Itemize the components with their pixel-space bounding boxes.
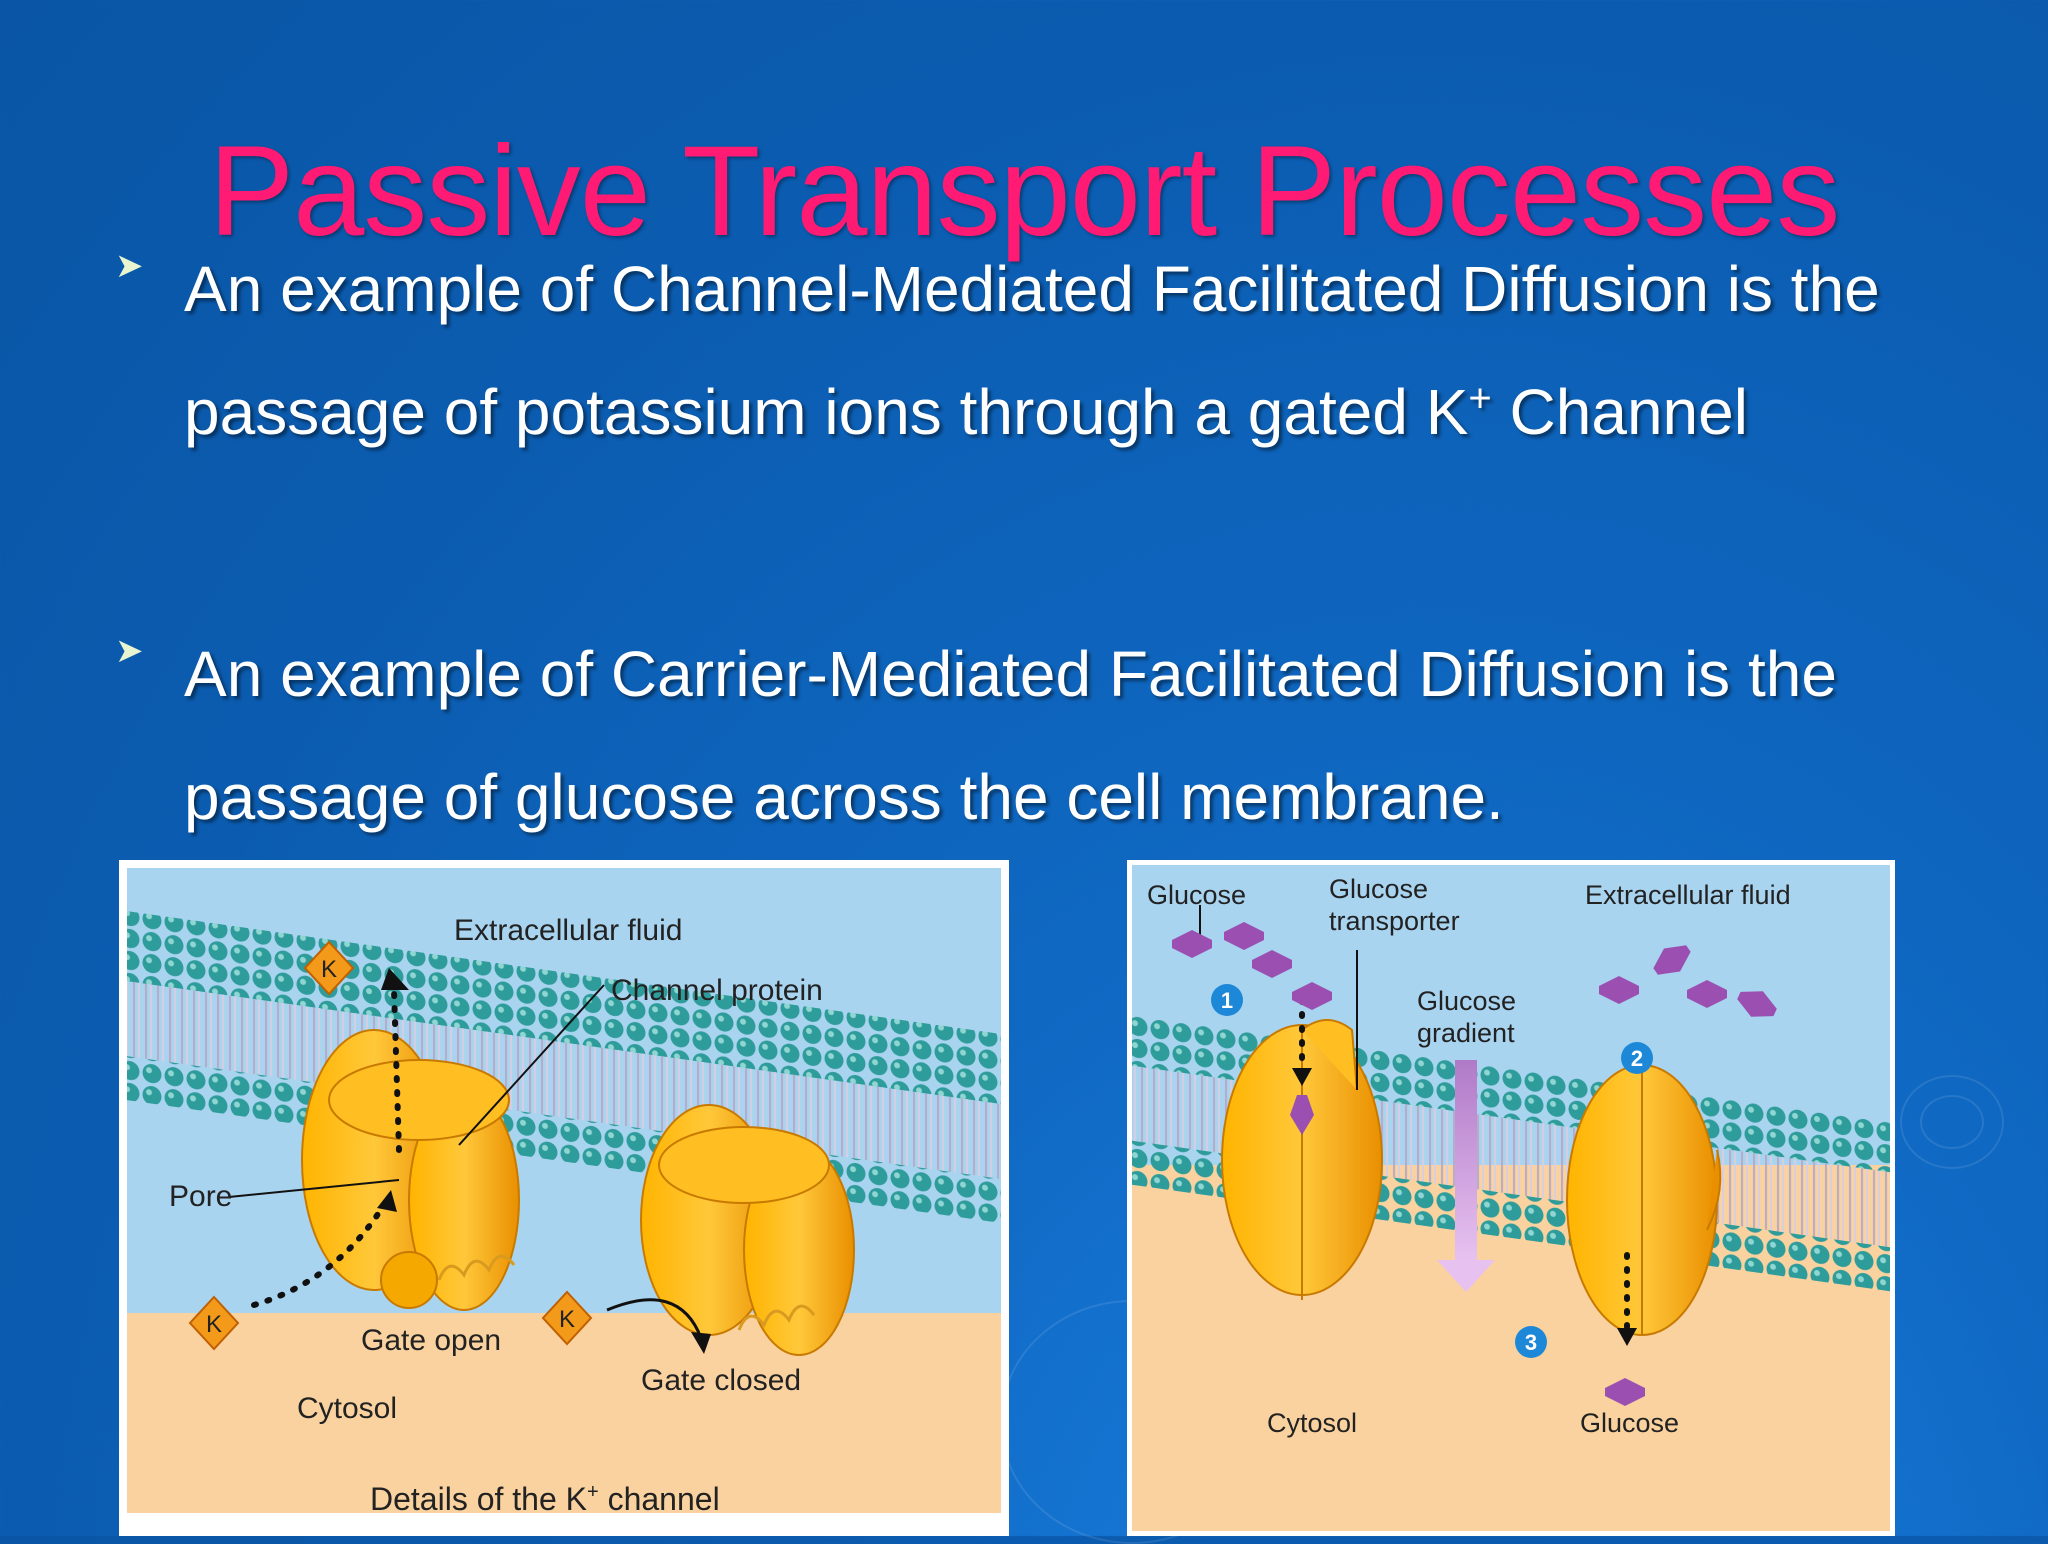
step-2-badge: 2: [1621, 1042, 1653, 1074]
pore-label: Pore: [169, 1180, 232, 1213]
transporter-label-line1: Glucose: [1329, 874, 1428, 904]
figure-caption: Details of the K+ channel: [370, 1481, 720, 1517]
potassium-ion: K: [188, 1295, 240, 1351]
channel-protein-label: Channel protein: [611, 974, 823, 1007]
chevron-right-icon: ➤: [115, 247, 144, 285]
cytosol-label: Cytosol: [1267, 1408, 1357, 1438]
channel-protein-closed: [640, 1104, 855, 1356]
glucose-transporter-open-inside: [1566, 1064, 1722, 1336]
extracellular-label: Extracellular fluid: [1585, 880, 1791, 910]
svg-text:K: K: [206, 1311, 222, 1338]
bullet-text: An example of Channel-Mediated Facilitat…: [184, 253, 1880, 448]
glucose-top-label: Glucose: [1147, 880, 1246, 910]
glucose-transporter-figure: 1 2 3 Glucose Glucose transporter Extrac…: [1127, 860, 1895, 1536]
transporter-label-line2: transporter: [1329, 906, 1460, 936]
glucose-gradient-arrow: [1437, 1060, 1495, 1292]
gate-closed-label: Gate closed: [641, 1364, 801, 1397]
cytosol-label: Cytosol: [297, 1392, 397, 1425]
gradient-label-line1: Glucose: [1417, 986, 1516, 1016]
glucose-bottom-label: Glucose: [1580, 1408, 1679, 1438]
bullet-item: ➤ An example of Carrier-Mediated Facilit…: [115, 613, 1975, 859]
extracellular-label: Extracellular fluid: [454, 914, 682, 947]
svg-text:3: 3: [1525, 1330, 1537, 1355]
cytosol-region: [127, 1313, 1001, 1513]
channel-protein-open: [301, 1029, 520, 1311]
decorative-swirl: [1900, 1075, 2004, 1169]
gradient-label-line2: gradient: [1417, 1018, 1515, 1048]
slide-title: Passive Transport Processes: [208, 120, 1841, 263]
svg-text:K: K: [321, 956, 337, 983]
potassium-ion: K: [303, 940, 355, 996]
potassium-ion: K: [541, 1290, 593, 1346]
svg-text:1: 1: [1221, 988, 1233, 1013]
svg-text:K: K: [559, 1306, 575, 1333]
potassium-channel-figure: K K K Extracellular fluid Channel protei…: [119, 860, 1009, 1536]
glucose-transporter-open-outside: [1221, 1019, 1383, 1300]
bullet-text: An example of Carrier-Mediated Facilitat…: [184, 638, 1837, 833]
step-3-badge: 3: [1515, 1326, 1547, 1358]
decorative-swirl: [1920, 1095, 1984, 1149]
svg-text:2: 2: [1631, 1046, 1643, 1071]
glucose-molecule: [1172, 922, 1777, 1406]
chevron-right-icon: ➤: [115, 632, 144, 670]
gate-open-label: Gate open: [361, 1324, 501, 1357]
step-1-badge: 1: [1211, 984, 1243, 1016]
bullet-item: ➤ An example of Channel-Mediated Facilit…: [115, 228, 1975, 474]
